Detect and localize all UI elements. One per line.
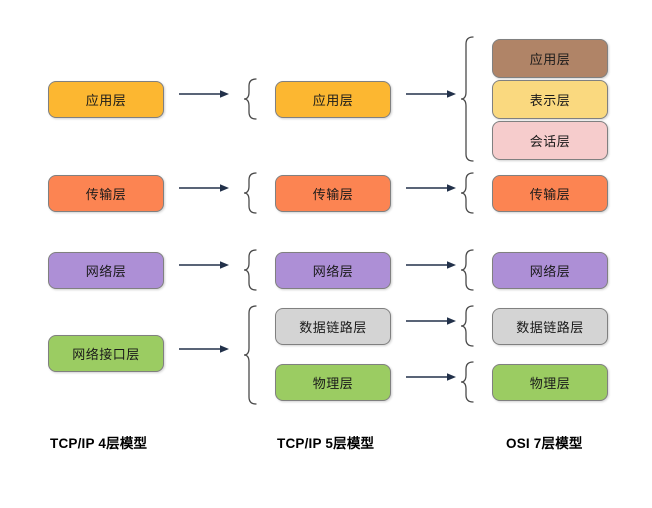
arrow-network-5toosi-icon [406,260,456,270]
layer-box-tcpip4-2: 网络层 [48,252,164,289]
layer-box-osi7-6: 物理层 [492,364,608,401]
brace-app-osi-icon [460,36,474,162]
brace-physical-osi-icon [460,361,474,403]
brace-network-osi-icon [460,249,474,291]
layer-box-tcpip5-3: 数据链路层 [275,308,391,345]
layer-box-osi7-3: 传输层 [492,175,608,212]
layer-box-tcpip5-4: 物理层 [275,364,391,401]
arrow-network-4to5-icon [179,260,229,270]
column-caption-2: OSI 7层模型 [506,436,583,451]
layer-box-tcpip5-2: 网络层 [275,252,391,289]
brace-interface-5-icon [243,305,257,405]
brace-transport-5-icon [243,172,257,214]
layer-box-osi7-5: 数据链路层 [492,308,608,345]
layer-box-osi7-4: 网络层 [492,252,608,289]
column-caption-0: TCP/IP 4层模型 [50,436,148,451]
brace-network-5-icon [243,249,257,291]
layer-box-osi7-2: 会话层 [492,121,608,160]
arrow-transport-5toosi-icon [406,183,456,193]
layer-box-tcpip4-1: 传输层 [48,175,164,212]
layer-box-tcpip4-3: 网络接口层 [48,335,164,372]
layer-box-tcpip5-0: 应用层 [275,81,391,118]
arrow-app-5toosi-icon [406,89,456,99]
arrow-transport-4to5-icon [179,183,229,193]
layer-box-tcpip4-0: 应用层 [48,81,164,118]
arrow-datalink-5toosi-icon [406,316,456,326]
brace-app-5-icon [243,78,257,120]
column-caption-1: TCP/IP 5层模型 [277,436,375,451]
arrow-app-4to5-icon [179,89,229,99]
layer-box-osi7-0: 应用层 [492,39,608,78]
arrow-interface-4to5-icon [179,344,229,354]
layer-box-tcpip5-1: 传输层 [275,175,391,212]
brace-datalink-osi-icon [460,305,474,347]
brace-transport-osi-icon [460,172,474,214]
arrow-physical-5toosi-icon [406,372,456,382]
layer-box-osi7-1: 表示层 [492,80,608,119]
